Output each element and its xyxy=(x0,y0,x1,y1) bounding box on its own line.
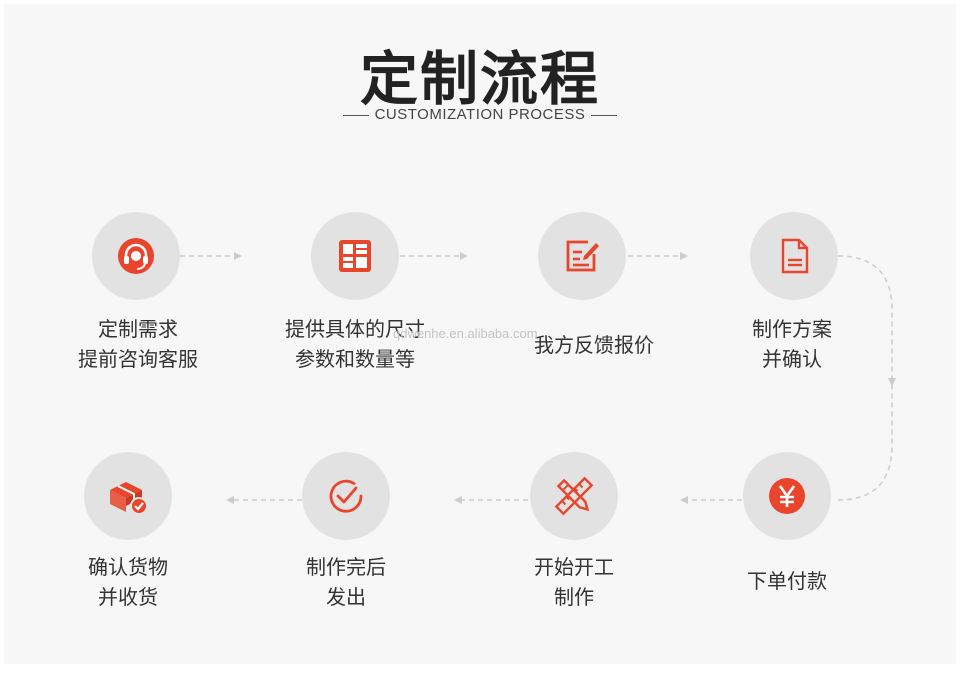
headset-icon xyxy=(118,238,154,274)
step-1-label: 定制需求 提前咨询客服 xyxy=(18,314,258,374)
step-6-circle xyxy=(530,452,618,540)
step-6-line1: 开始开工 xyxy=(534,555,614,579)
package-check-icon xyxy=(110,482,148,515)
check-circle-icon xyxy=(329,479,363,513)
edit-document-icon xyxy=(566,240,599,272)
step-8-line2: 并收货 xyxy=(98,585,158,609)
step-4-label: 制作方案 并确认 xyxy=(672,314,912,374)
step-5-line1: 下单付款 xyxy=(747,569,827,593)
page-title: 定制流程 xyxy=(359,45,600,113)
step-2-line1: 提供具体的尺寸 xyxy=(285,317,425,341)
step-5-label: 下单付款 xyxy=(667,566,907,596)
step-1-line1: 定制需求 xyxy=(98,317,178,341)
step-8-circle xyxy=(84,452,172,540)
step-6-label: 开始开工 制作 xyxy=(454,552,694,612)
file-icon xyxy=(781,238,809,274)
layout-sheet-icon xyxy=(339,240,371,272)
page-subtitle: CUSTOMIZATION PROCESS xyxy=(0,106,960,123)
step-6-line2: 制作 xyxy=(554,585,594,609)
step-8-line1: 确认货物 xyxy=(88,555,168,579)
subtitle-text: CUSTOMIZATION PROCESS xyxy=(374,106,586,123)
subtitle-dash-left xyxy=(342,114,369,116)
watermark: qdwenhe.en.alibaba.com xyxy=(393,326,538,341)
yen-coin-icon xyxy=(769,478,805,514)
subtitle-dash-right xyxy=(591,114,618,116)
step-7-circle xyxy=(302,452,390,540)
pencil-ruler-icon xyxy=(554,476,594,516)
step-1-circle xyxy=(92,212,180,300)
step-2-label: 提供具体的尺寸 参数和数量等 xyxy=(235,314,475,374)
step-7-line2: 发出 xyxy=(326,585,366,609)
step-4-line1: 制作方案 xyxy=(752,317,832,341)
step-5-circle xyxy=(743,452,831,540)
step-8-label: 确认货物 并收货 xyxy=(8,552,248,612)
background-panel xyxy=(4,4,956,664)
step-7-line1: 制作完后 xyxy=(306,555,386,579)
step-1-line2: 提前咨询客服 xyxy=(78,347,198,371)
step-7-label: 制作完后 发出 xyxy=(226,552,466,612)
step-4-line2: 并确认 xyxy=(762,347,822,371)
step-2-circle xyxy=(311,212,399,300)
step-3-circle xyxy=(538,212,626,300)
step-2-line2: 参数和数量等 xyxy=(295,347,415,371)
step-3-line1: 我方反馈报价 xyxy=(534,333,654,357)
step-4-circle xyxy=(750,212,838,300)
step-3-label: 我方反馈报价 xyxy=(474,330,714,360)
